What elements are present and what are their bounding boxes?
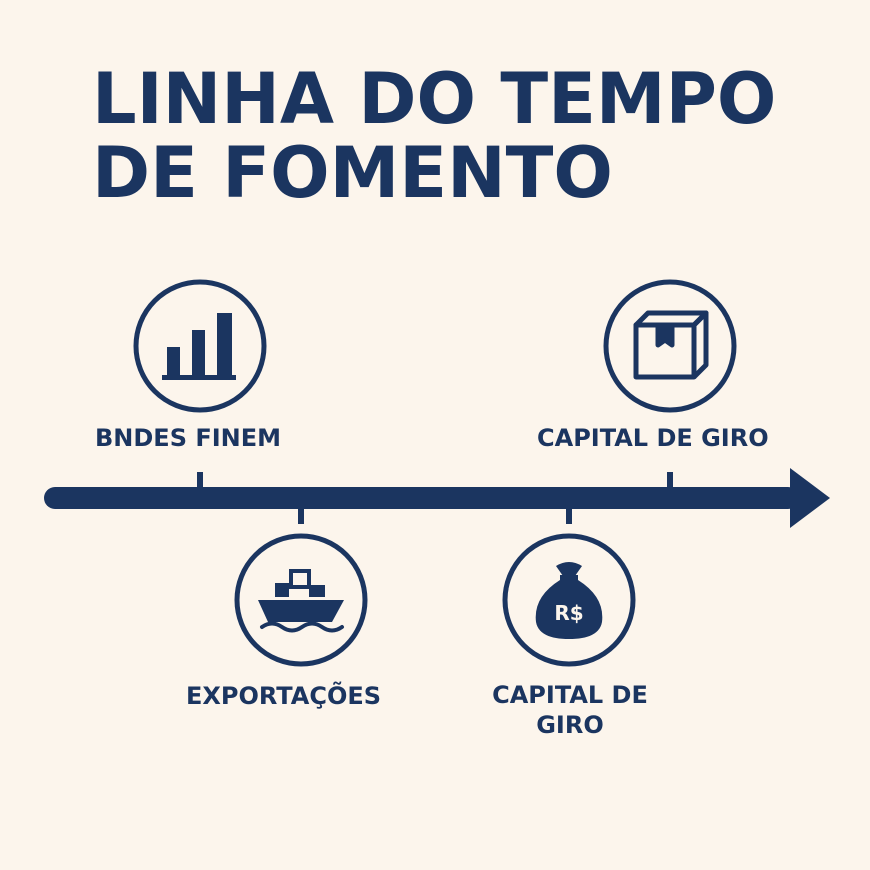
label-line-2: GIRO bbox=[536, 711, 604, 739]
title-line-2: DE FOMENTO bbox=[92, 132, 613, 214]
cargo-ship-icon bbox=[258, 569, 344, 633]
title-line-1: LINHA DO TEMPO bbox=[92, 58, 777, 140]
tick-capital-de-giro-above bbox=[667, 472, 673, 490]
label-capital-de-giro-below: CAPITAL DE GIRO bbox=[470, 680, 670, 740]
milestone-capital-de-giro-box bbox=[603, 279, 737, 413]
timeline-arrow bbox=[44, 468, 830, 528]
icon-circle bbox=[502, 533, 636, 667]
package-box-icon bbox=[633, 310, 709, 380]
icon-circle bbox=[234, 533, 368, 667]
milestone-capital-de-giro-bag: R$ bbox=[502, 533, 636, 667]
currency-symbol: R$ bbox=[554, 601, 583, 625]
tick-exportacoes bbox=[298, 506, 304, 524]
milestone-bndes-finem bbox=[133, 279, 267, 413]
page-title: LINHA DO TEMPO DE FOMENTO bbox=[92, 62, 776, 210]
tick-bndes-finem bbox=[197, 472, 203, 490]
label-exportacoes: EXPORTAÇÕES bbox=[186, 682, 382, 710]
timeline-line bbox=[44, 487, 799, 509]
money-bag-icon: R$ bbox=[535, 562, 603, 639]
label-line-1: CAPITAL DE bbox=[492, 681, 648, 709]
bar-chart-icon bbox=[162, 313, 236, 380]
label-bndes-finem: BNDES FINEM bbox=[95, 424, 282, 452]
icon-circle bbox=[133, 279, 267, 413]
milestone-exportacoes bbox=[234, 533, 368, 667]
icon-circle bbox=[603, 279, 737, 413]
tick-capital-de-giro-below bbox=[566, 506, 572, 524]
label-capital-de-giro-above: CAPITAL DE GIRO bbox=[537, 424, 769, 452]
arrow-head bbox=[790, 468, 830, 528]
